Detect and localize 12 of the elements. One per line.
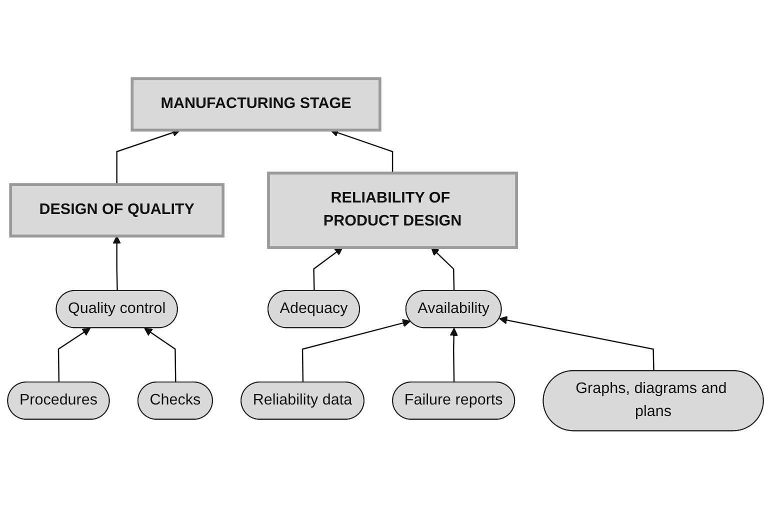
arrow [330, 129, 394, 174]
arrow [58, 328, 91, 383]
arrow [144, 328, 176, 383]
arrow [450, 328, 458, 383]
arrow [430, 247, 455, 292]
arrow [302, 319, 411, 383]
node-box: RELIABILITY OF PRODUCT DESIGN [267, 172, 518, 250]
arrow [112, 236, 122, 292]
node-box: MANUFACTURING STAGE [130, 78, 382, 132]
arrow [313, 247, 343, 292]
node-box: DESIGN OF QUALITY [9, 183, 224, 238]
arrow [499, 316, 654, 372]
